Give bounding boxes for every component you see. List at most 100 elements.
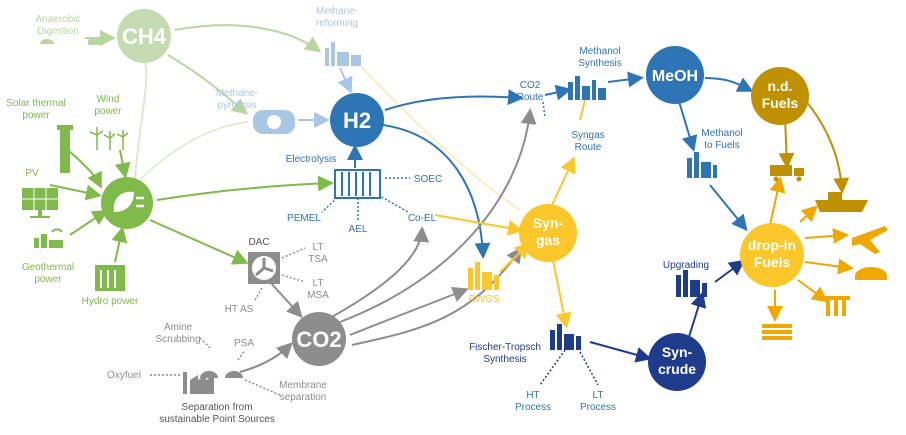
svg-text:Upgrading: Upgrading [663,260,709,271]
svg-text:Synthesis: Synthesis [483,354,526,365]
arrow-dropin-tank [804,258,854,275]
svg-text:DAC: DAC [248,237,269,248]
svg-text:Fischer-Tropsch: Fischer-Tropsch [469,342,541,353]
svg-text:Route: Route [575,142,602,153]
svg-text:HT AS: HT AS [225,304,254,315]
svg-text:Methane-: Methane- [216,88,258,99]
svg-text:drop-in: drop-in [748,237,796,253]
arrow-reforming-h2 [337,67,353,94]
svg-text:MeOH: MeOH [652,68,698,85]
svg-text:Scrubbing: Scrubbing [155,334,200,345]
svg-text:Methanol: Methanol [579,46,620,57]
svg-text:Amine: Amine [164,322,193,333]
arrow-syngas-ft [552,259,572,329]
svg-text:CO2: CO2 [520,80,541,91]
arrow-co2-rwgs [349,287,469,336]
rwgs-plant-icon [468,262,499,290]
airplane-icon [852,226,888,254]
svg-text:H2: H2 [343,108,371,133]
node-h2: H2 [330,93,384,147]
arrow-rwgs-syngas [499,242,531,273]
svg-text:PSA: PSA [234,338,254,349]
dac-fan-icon [248,252,280,284]
arrow-route-methanol [579,99,586,121]
node-electricity-hub [101,177,153,229]
arrow-methanol-meoh [607,71,644,88]
arrow-h2-co2route [384,89,524,111]
arrow-coel-syngas [434,214,524,236]
node-syngas: Syn- gas [519,204,577,262]
arrow-co2route-methanol [544,84,572,101]
svg-text:RWGS: RWGS [469,294,500,305]
arrow-pv-hub [49,184,102,201]
methanol-plant-icon [568,76,606,100]
svg-text:TSA: TSA [308,254,328,265]
svg-text:AEL: AEL [349,224,368,235]
svg-text:Process: Process [515,402,551,413]
svg-text:Separation from: Separation from [181,402,252,413]
arrow-syncrude-upgrading [687,291,707,341]
arrow-wind-hub [114,149,131,179]
arrow-co2-coel [329,226,430,319]
pv-panel-icon [22,188,58,218]
arrow-meoh-nd [704,77,754,92]
svg-text:Syn-: Syn- [662,344,693,360]
svg-text:SOEC: SOEC [414,174,442,185]
ship-icon [815,192,868,212]
fuel-station-icon [822,296,850,316]
svg-text:power: power [22,110,50,121]
node-ch4: CH4 [117,9,171,63]
pyrolysis-reactor-icon [253,110,295,134]
svg-text:Process: Process [580,402,616,413]
arrow-geo-hub [69,209,109,236]
arrows [49,24,854,373]
svg-text:PV: PV [25,168,39,179]
svg-text:pyrolysis: pyrolysis [218,100,257,111]
hydro-dam-icon [95,265,125,291]
membrane-tank-icon [200,371,243,378]
svg-text:LT: LT [593,390,604,401]
svg-text:power: power [34,274,62,285]
arrow-meoh-mtf [677,97,698,152]
electrolyser-stack-icon [334,169,381,199]
arrow-hub-ch4 [134,61,148,179]
geothermal-icon [34,228,63,248]
arrow-ch4-reforming [174,24,322,53]
arrow-dropin-truck [769,176,786,226]
pipes-icon [762,324,792,340]
arrow-hub-dac [149,219,249,265]
svg-text:Methanol: Methanol [701,128,742,139]
svg-text:separation: separation [280,392,327,403]
arrow-upgrading-dropin [714,259,746,283]
arrow-mtf-dropin [709,184,748,232]
wind-turbines-icon [89,127,129,150]
svg-text:Membrane: Membrane [279,380,327,391]
svg-text:Fuels: Fuels [754,254,791,270]
svg-text:n.d.: n.d. [768,78,793,94]
svg-text:PEMEL: PEMEL [287,213,321,224]
arrow-ps-co2 [239,342,293,373]
svg-text:Syngas: Syngas [571,130,604,141]
upgrading-plant-icon [676,270,707,297]
arrow-dac-co2 [269,281,303,318]
arrow-hydro-hub [111,226,128,263]
svg-text:Co-EL: Co-EL [408,213,437,224]
ft-plant-icon [550,324,581,350]
node-co2: CO2 [292,312,346,366]
node-meoh: MeOH [646,46,704,104]
svg-text:Wind: Wind [97,94,120,105]
arrow-dropin-ship [799,205,818,223]
arrow-hub-electrolysis [156,175,334,201]
svg-text:Fuels: Fuels [762,95,799,111]
svg-text:sustainable Point Sources: sustainable Point Sources [159,414,275,425]
svg-text:Methane-: Methane- [316,6,358,17]
svg-text:Solar thermal: Solar thermal [6,98,65,109]
node-dropin-fuels: drop-in Fuels [740,223,804,287]
svg-text:crude: crude [658,361,696,377]
svg-text:gas: gas [536,232,560,248]
arrow-co2-co2route [339,108,537,323]
svg-text:Synthesis: Synthesis [578,58,621,69]
arrow-co2-syngas-grey [351,246,523,346]
arrow-ft-syncrude [589,341,652,363]
svg-text:MSA: MSA [307,290,329,301]
